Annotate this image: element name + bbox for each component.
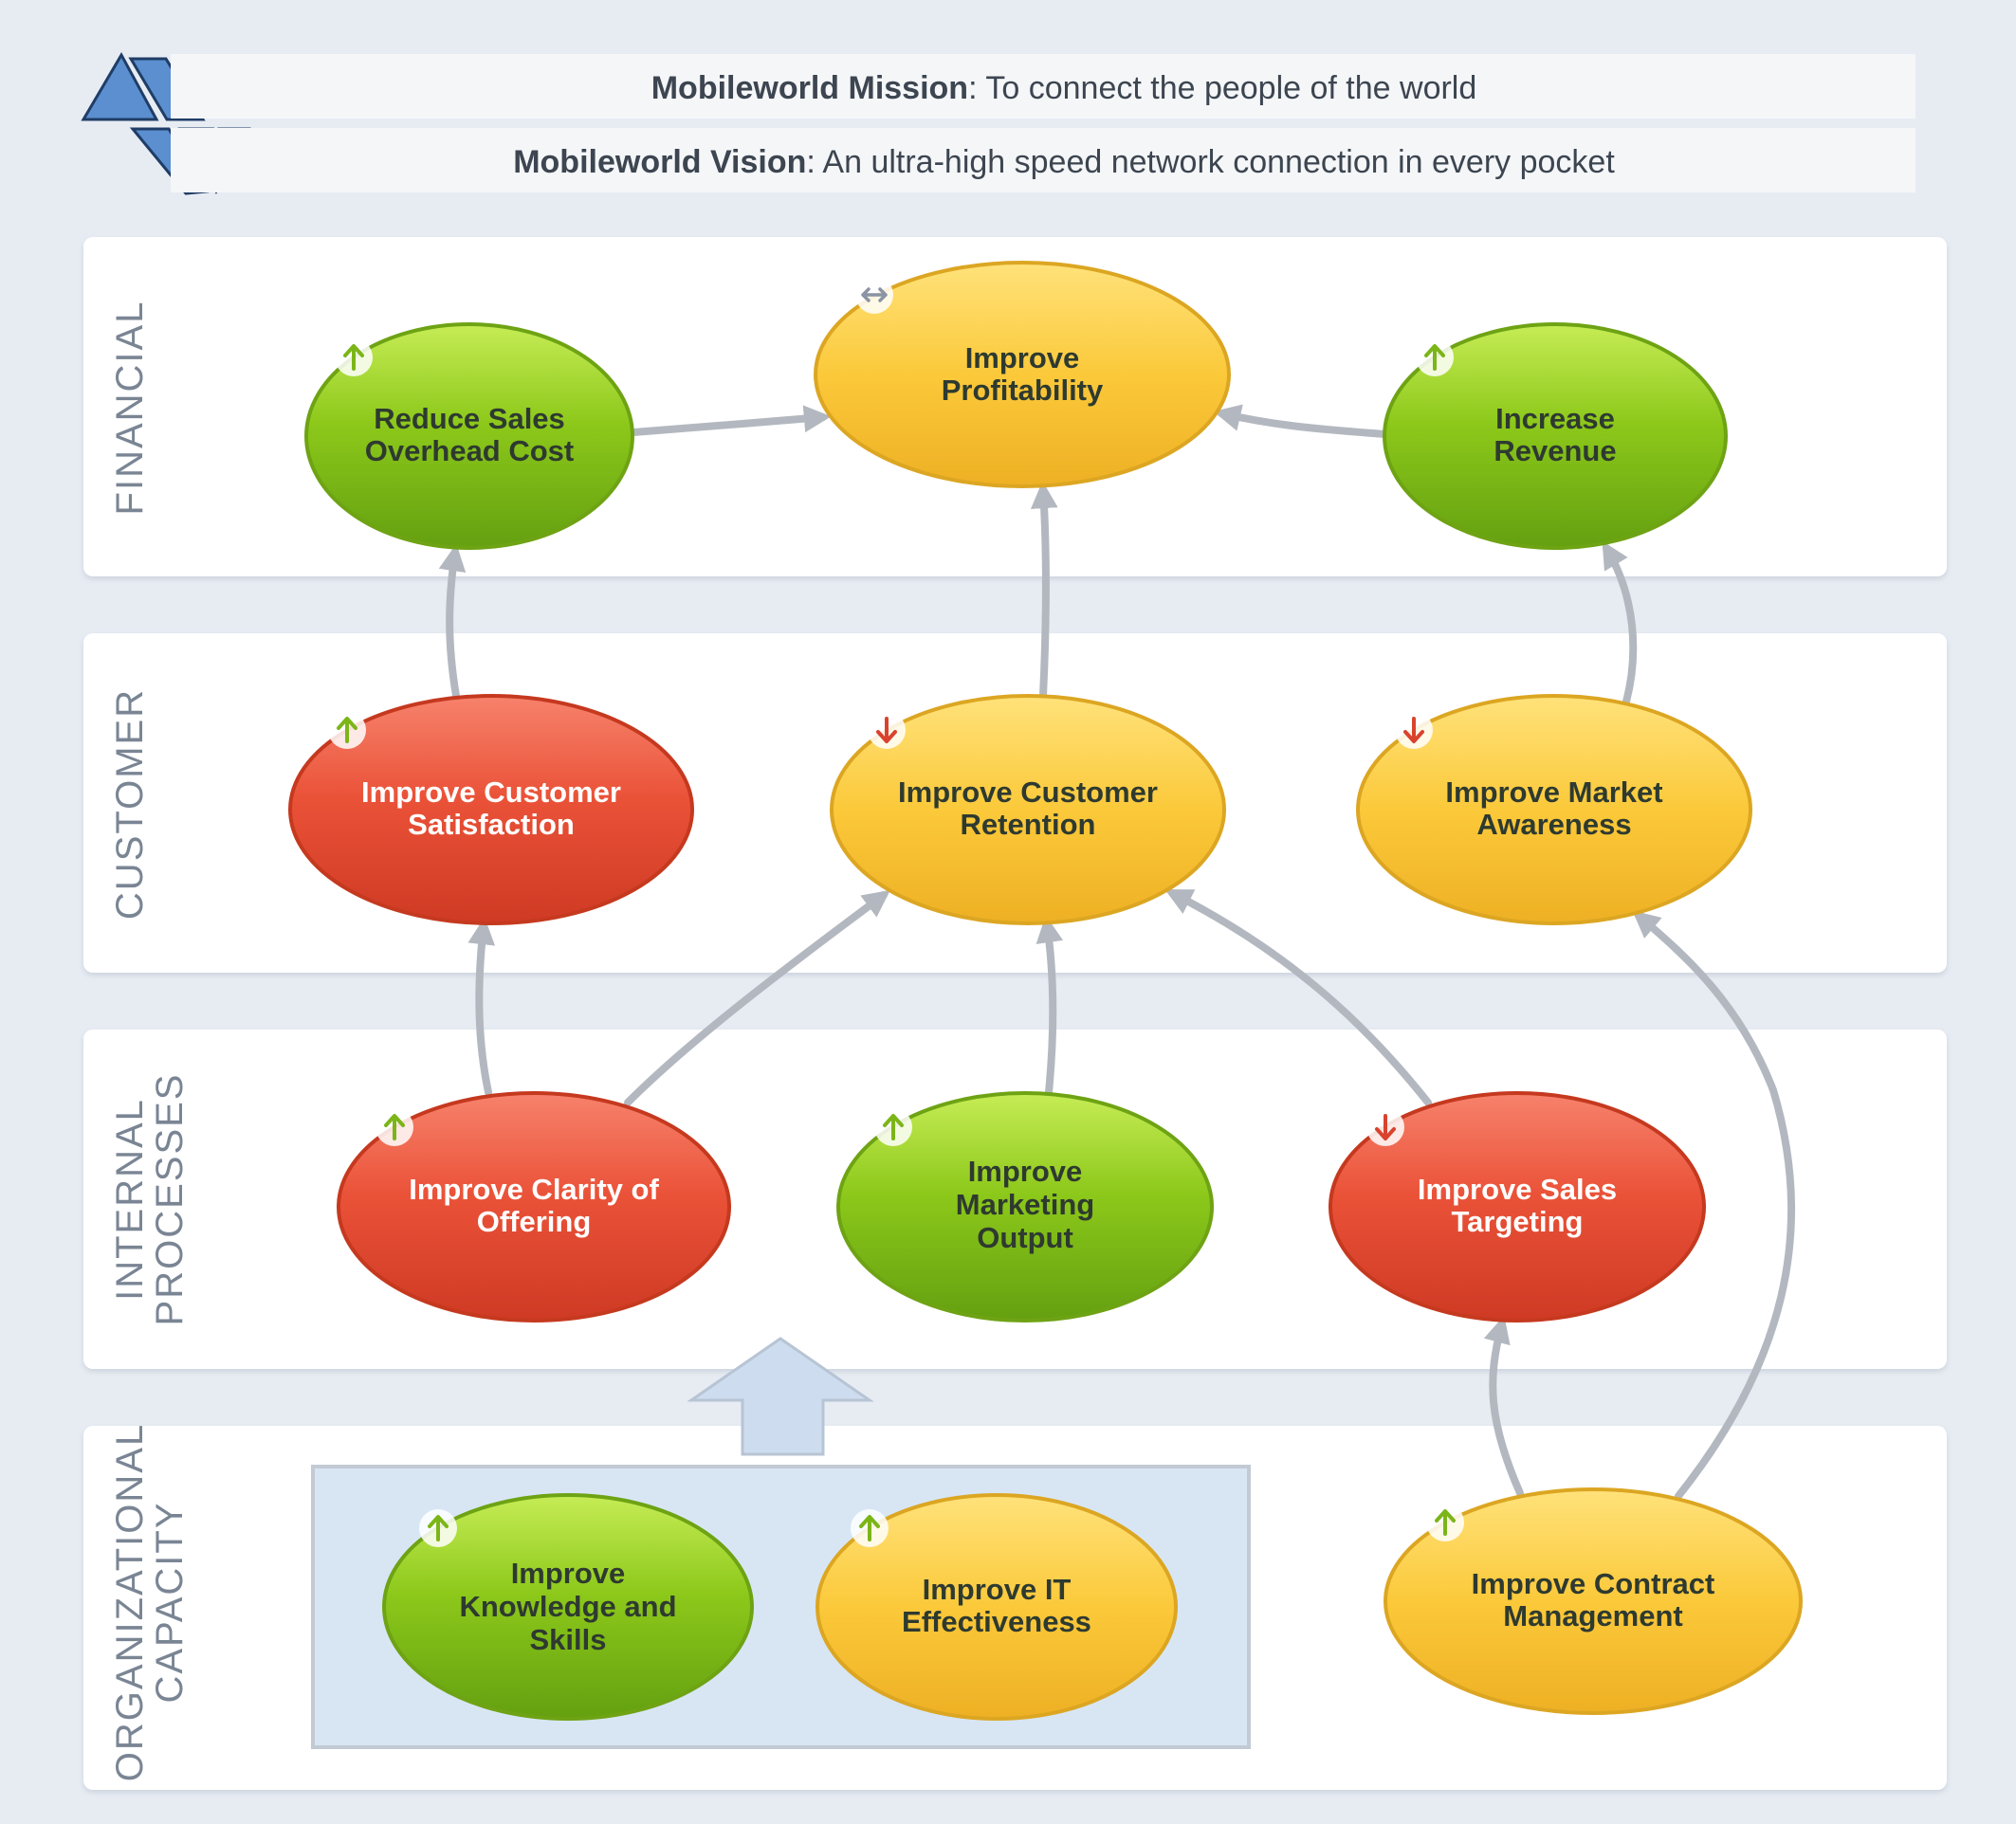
trend-down-icon [1366,1108,1404,1146]
svg-text:Knowledge and: Knowledge and [459,1590,676,1623]
node-increase-revenue[interactable]: Increase Revenue [1383,322,1728,550]
svg-text:Output: Output [977,1221,1073,1254]
link-satisfaction-to-overhead [438,543,467,700]
node-improve-knowledge-and-skills[interactable]: Improve Knowledge and Skills [382,1493,754,1721]
trend-up-icon [874,1108,912,1146]
trend-up-icon [1426,1504,1464,1541]
svg-text:Targeting: Targeting [1452,1205,1584,1238]
node-improve-market-awareness[interactable]: Improve Market Awareness [1356,694,1752,925]
mission-banner [171,54,1915,119]
svg-text:Improve Customer: Improve Customer [898,775,1158,809]
svg-text:Management: Management [1503,1599,1682,1632]
trend-down-icon [1395,711,1433,749]
svg-text:Improve Market: Improve Market [1445,775,1662,809]
svg-text:Offering: Offering [477,1205,592,1238]
link-contract-to-targeting [1483,1315,1524,1497]
svg-text:Increase: Increase [1495,402,1615,435]
node-improve-clarity-of-offering[interactable]: Improve Clarity of Offering [337,1091,731,1322]
svg-text:Improve Sales: Improve Sales [1418,1173,1617,1206]
svg-text:Overhead Cost: Overhead Cost [365,434,575,467]
link-clarity-to-satisfaction [467,917,496,1096]
svg-text:Marketing: Marketing [956,1188,1094,1221]
trend-up-icon [419,1509,457,1547]
band-label-capacity: CAPACITY [149,1501,191,1703]
node-improve-customer-retention[interactable]: Improve Customer Retention [830,694,1226,925]
svg-text:Improve: Improve [965,341,1080,374]
trend-up-icon [1416,338,1454,376]
svg-text:Retention: Retention [961,808,1096,841]
link-revenue-to-profitability [1213,404,1388,438]
trend-down-icon [868,711,906,749]
svg-text:Reduce Sales: Reduce Sales [374,402,565,435]
svg-text:Improve: Improve [511,1557,626,1590]
svg-text:Improve: Improve [968,1155,1083,1188]
trend-up-icon [376,1108,413,1146]
svg-text:Satisfaction: Satisfaction [408,808,575,841]
node-improve-it-effectiveness[interactable]: Improve IT Effectiveness [816,1493,1178,1721]
node-improve-sales-targeting[interactable]: Improve Sales Targeting [1329,1091,1706,1322]
band-label-financial: FINANCIAL [109,301,151,516]
svg-text:Improve Customer: Improve Customer [361,775,621,809]
svg-text:Profitability: Profitability [942,374,1104,407]
connectors [438,404,1796,1500]
vision-statement: Mobileworld Vision: An ultra-high speed … [513,144,1615,180]
link-awareness-to-revenue [1602,540,1638,705]
trend-flat-icon [855,276,893,314]
link-contract-to-awareness [1632,910,1796,1500]
vision-banner [171,128,1915,192]
group-up-arrow [687,1337,874,1456]
link-marketing-to-retention [1035,915,1064,1096]
node-improve-marketing-output[interactable]: Improve Marketing Output [836,1091,1214,1322]
band-label-processes: PROCESSES [149,1073,191,1326]
mission-statement: Mobileworld Mission: To connect the peop… [651,70,1477,106]
link-overhead-to-profitability [630,405,832,436]
node-improve-profitability[interactable]: Improve Profitability [814,261,1231,488]
trend-up-icon [335,338,373,376]
trend-up-icon [851,1509,889,1547]
band-label-internal: INTERNAL [109,1098,151,1301]
node-reduce-sales-overhead-cost[interactable]: Reduce Sales Overhead Cost [304,322,634,550]
svg-text:Effectiveness: Effectiveness [902,1605,1091,1638]
svg-text:Improve IT: Improve IT [923,1573,1072,1606]
svg-text:Improve Contract: Improve Contract [1472,1567,1715,1600]
svg-text:Skills: Skills [530,1623,607,1656]
band-label-customer: CUSTOMER [109,688,151,920]
link-targeting-to-retention [1164,889,1432,1106]
link-retention-to-profitability [1030,481,1058,700]
trend-up-icon [328,711,366,749]
link-clarity-to-retention [624,889,890,1106]
band-label-organizational: ORGANIZATIONAL [109,1423,151,1781]
svg-text:Improve Clarity of: Improve Clarity of [409,1173,659,1206]
svg-text:Revenue: Revenue [1494,434,1616,467]
node-improve-contract-management[interactable]: Improve Contract Management [1384,1487,1803,1715]
node-improve-customer-satisfaction[interactable]: Improve Customer Satisfaction [288,694,694,925]
svg-text:Awareness: Awareness [1476,808,1631,841]
